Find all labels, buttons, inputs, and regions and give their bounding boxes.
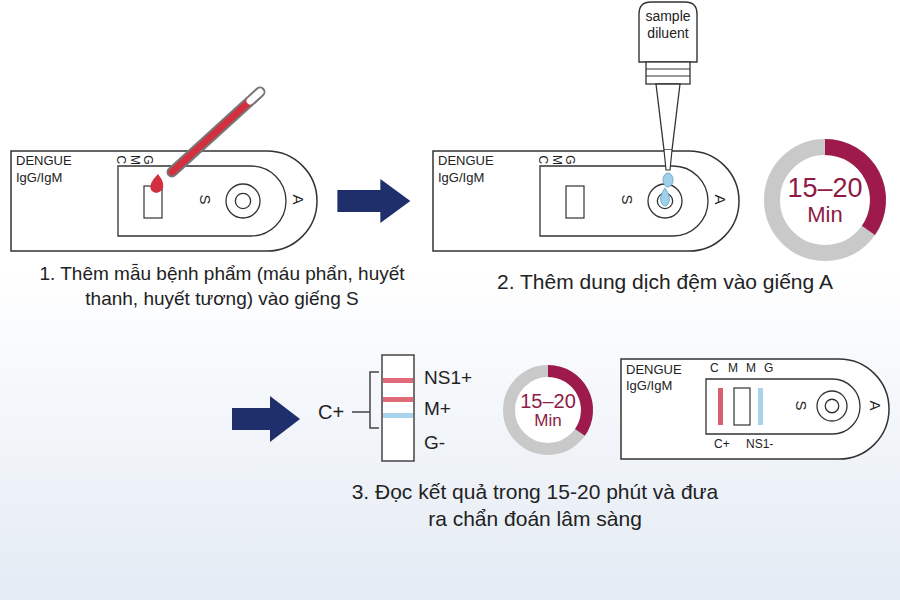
test-cassette: DENGUEIgG/IgMCMMGSAC+NS1-: [620, 358, 890, 460]
cassette-label: M: [549, 155, 563, 165]
timer-text: 15–20Min: [502, 364, 594, 456]
cassette-label: DENGUE: [16, 154, 72, 169]
cassette-label: S: [196, 195, 213, 205]
result-window: [566, 186, 584, 218]
timer-value: Min: [807, 203, 842, 226]
timer-ring: [509, 371, 587, 449]
cassette-label: S: [792, 401, 809, 411]
igg-band: [383, 413, 413, 418]
cassette-label: A: [289, 195, 306, 205]
cassette-label: M: [728, 362, 738, 376]
sample-well: [817, 391, 847, 421]
cassette-body: [11, 151, 317, 251]
result-label: G-: [424, 431, 445, 456]
sample-well-inner: [825, 399, 839, 413]
cassette-label: C: [113, 156, 127, 165]
timer-ring: [772, 147, 878, 253]
cassette-body: [621, 359, 889, 459]
step-caption: 2. Thêm dung dịch đệm vào giếng A: [455, 268, 875, 295]
cassette-track: [706, 379, 860, 434]
timer-circle: 15–20Min: [502, 364, 594, 456]
cassette-track: [118, 166, 286, 236]
cap-ridges: [646, 69, 690, 76]
cassette-label: G: [764, 362, 773, 376]
result-label: M+: [424, 397, 451, 422]
buffer-drop: [661, 188, 670, 206]
cassette-label: C: [535, 156, 549, 165]
bottle-body: [639, 2, 697, 62]
control-band: [718, 388, 723, 425]
cassette-label: C: [710, 362, 719, 376]
cassette-label: S: [618, 195, 635, 205]
ns1-band: [758, 388, 763, 425]
sample-well: [226, 184, 260, 218]
cassette-label: G: [140, 155, 154, 164]
cassette-label: A: [866, 401, 883, 411]
result-window: [734, 388, 750, 425]
cassette-body: [433, 151, 739, 251]
cassette-label: G: [562, 155, 576, 164]
ns1-band: [383, 378, 413, 383]
pipette-end: [250, 92, 260, 101]
buffer-drop: [663, 173, 673, 187]
cassette-label: A: [711, 195, 728, 205]
test-cassette: DENGUE IgG/IgM CMG S A: [10, 150, 318, 252]
timer-value: 15–20: [520, 391, 576, 412]
result-label: NS1+: [424, 366, 472, 391]
sample-well-inner: [235, 193, 250, 208]
cassette-label: M: [746, 362, 756, 376]
test-cassette: DENGUE IgG/IgM CMG S A: [432, 150, 740, 252]
timer-value: Min: [534, 412, 561, 430]
bottle-cap: [646, 62, 690, 84]
result-strip: [382, 355, 414, 461]
cassette-label: IgG/IgM: [16, 171, 62, 186]
result-label: C+: [318, 399, 344, 425]
step-caption: 1. Thêm mẫu bệnh phẩm (máu phẩn, huyết t…: [12, 262, 432, 311]
igm-band: [383, 397, 413, 402]
timer-text: 15–20Min: [763, 138, 887, 262]
bottle-tip: [664, 150, 672, 170]
step-arrow: [232, 396, 300, 442]
cassette-label: IgG/IgM: [438, 171, 484, 186]
timer-value: 15–20: [787, 174, 862, 202]
cassette-track: [540, 166, 708, 236]
pipette: [172, 92, 260, 172]
blood-drop: [150, 174, 163, 193]
sample-well: [648, 184, 682, 218]
cassette-label: NS1-: [746, 438, 773, 452]
cassette-label: DENGUE: [626, 363, 682, 378]
cassette-label: M: [127, 155, 141, 165]
bottle-nozzle: [656, 84, 680, 150]
step-caption: 3. Đọc kết quả trong 15-20 phút và đưa r…: [345, 478, 725, 533]
cassette-label: C+: [714, 438, 730, 452]
bottle-label: sample diluent: [640, 8, 696, 42]
cassette-label: IgG/IgM: [626, 379, 672, 394]
cassette-label: DENGUE: [438, 154, 494, 169]
step-arrow: [337, 179, 410, 223]
pipette-blood: [172, 101, 250, 172]
diluent-bottle: sample diluent: [636, 0, 700, 188]
bracket: [352, 372, 379, 428]
timer-circle: 15–20Min: [763, 138, 887, 262]
